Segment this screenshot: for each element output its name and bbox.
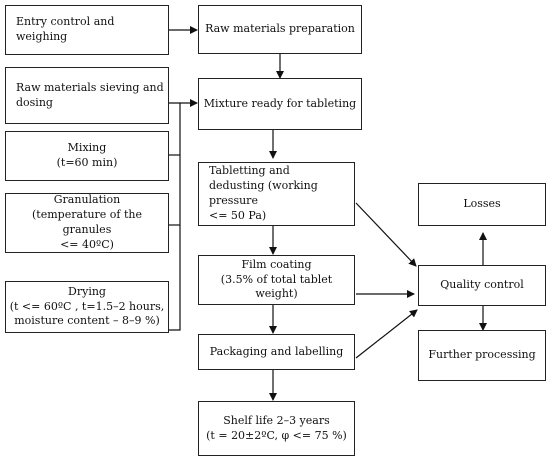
- box-text-line: Packaging and labelling: [209, 344, 344, 358]
- box-text-line: Entry control and weighing: [16, 15, 115, 43]
- box-text-line: (t=60 min): [56, 156, 118, 169]
- box-text-line: Raw materials sieving and: [16, 80, 164, 94]
- box-text-line: dosing: [16, 95, 53, 109]
- box-text-line: Drying: [68, 284, 106, 298]
- box-text-line: <= 50 Pa): [209, 208, 267, 222]
- arrow-tabletting-to-quality: [355, 202, 417, 267]
- box-entry-control: Entry control and weighing: [5, 5, 169, 55]
- box-text-line: Losses: [463, 197, 501, 211]
- box-text-line: (temperature of the granules: [32, 208, 142, 236]
- box-text-line: Shelf life 2–3 years: [223, 413, 330, 427]
- box-quality-control: Quality control: [418, 265, 546, 306]
- box-packaging: Packaging and labelling: [198, 334, 355, 370]
- box-text-line: moisture content – 8–9 %): [14, 314, 160, 328]
- box-text-line: Mixture ready for tableting: [203, 96, 357, 110]
- box-film-coating: Film coating(3.5% of total tablet weight…: [198, 255, 355, 305]
- arrow-packaging-to-quality: [355, 309, 418, 359]
- box-text-line: Mixing: [67, 141, 107, 155]
- box-text-line: (t = 20±2ºC, φ <= 75 %): [206, 428, 347, 442]
- box-text-line: dedusting (working pressure: [209, 179, 318, 207]
- box-granulation: Granulation(temperature of the granules<…: [5, 193, 169, 253]
- box-mixture-ready: Mixture ready for tableting: [198, 78, 362, 130]
- box-text-line: Granulation: [53, 193, 121, 207]
- box-raw-materials-preparation: Raw materials preparation: [198, 5, 362, 54]
- box-text-line: Raw materials preparation: [205, 22, 355, 36]
- box-text-line: <= 40ºC): [60, 237, 114, 251]
- box-losses: Losses: [418, 183, 546, 226]
- box-text-line: Tabletting and: [209, 164, 290, 178]
- box-text-line: Film coating: [241, 257, 312, 271]
- box-text-line: Further processing: [428, 348, 536, 362]
- box-further-processing: Further processing: [418, 330, 546, 381]
- bracket-left-column: [168, 102, 181, 331]
- box-text-line: Quality control: [440, 278, 524, 292]
- box-text-line: (3.5% of total tablet weight): [220, 272, 333, 301]
- box-mixing: Mixing(t=60 min): [5, 131, 169, 181]
- box-drying: Drying(t <= 60ºC , t=1.5–2 hours,moistur…: [5, 281, 169, 333]
- box-shelf-life: Shelf life 2–3 years(t = 20±2ºC, φ <= 75…: [198, 401, 355, 456]
- box-text-line: (t <= 60ºC , t=1.5–2 hours,: [9, 299, 165, 313]
